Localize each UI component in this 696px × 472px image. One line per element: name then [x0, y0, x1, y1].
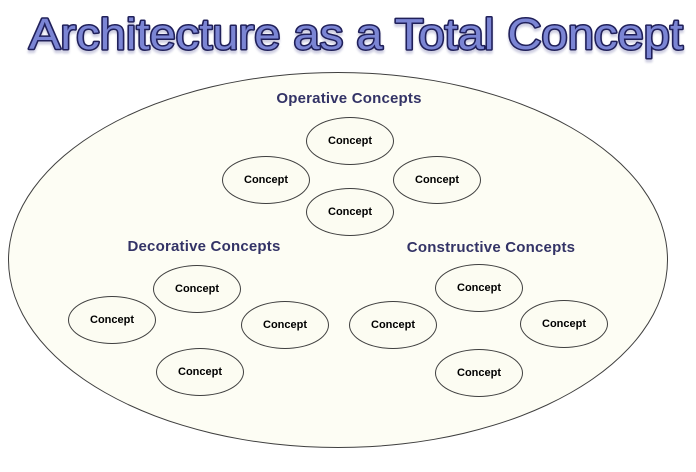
concept-ellipse-decorative-top: Concept — [153, 265, 241, 313]
concept-label: Concept — [457, 282, 501, 294]
title-area: Architecture as a Total Concept — [28, 9, 685, 61]
concept-label: Concept — [457, 367, 501, 379]
concept-label: Concept — [328, 206, 372, 218]
concept-ellipse-operative-right: Concept — [393, 156, 481, 204]
concept-label: Concept — [415, 174, 459, 186]
concept-label: Concept — [244, 174, 288, 186]
concept-ellipse-decorative-left: Concept — [68, 296, 156, 344]
concept-ellipse-decorative-right: Concept — [241, 301, 329, 349]
group-label-constructive: Constructive Concepts — [406, 239, 576, 256]
concept-ellipse-constructive-left: Concept — [349, 301, 437, 349]
concept-label: Concept — [328, 135, 372, 147]
concept-label: Concept — [542, 318, 586, 330]
page-title: Architecture as a Total Concept — [29, 10, 683, 59]
group-label-operative: Operative Concepts — [276, 90, 422, 107]
concept-ellipse-decorative-bottom: Concept — [156, 348, 244, 396]
concept-ellipse-operative-top: Concept — [306, 117, 394, 165]
concept-ellipse-constructive-bottom: Concept — [435, 349, 523, 397]
concept-ellipse-operative-left: Concept — [222, 156, 310, 204]
concept-label: Concept — [90, 314, 134, 326]
concept-label: Concept — [175, 283, 219, 295]
concept-label: Concept — [178, 366, 222, 378]
concept-ellipse-operative-bottom: Concept — [306, 188, 394, 236]
concept-ellipse-constructive-right: Concept — [520, 300, 608, 348]
group-label-decorative: Decorative Concepts — [127, 238, 281, 255]
concept-label: Concept — [371, 319, 415, 331]
concept-ellipse-constructive-top: Concept — [435, 264, 523, 312]
concept-label: Concept — [263, 319, 307, 331]
